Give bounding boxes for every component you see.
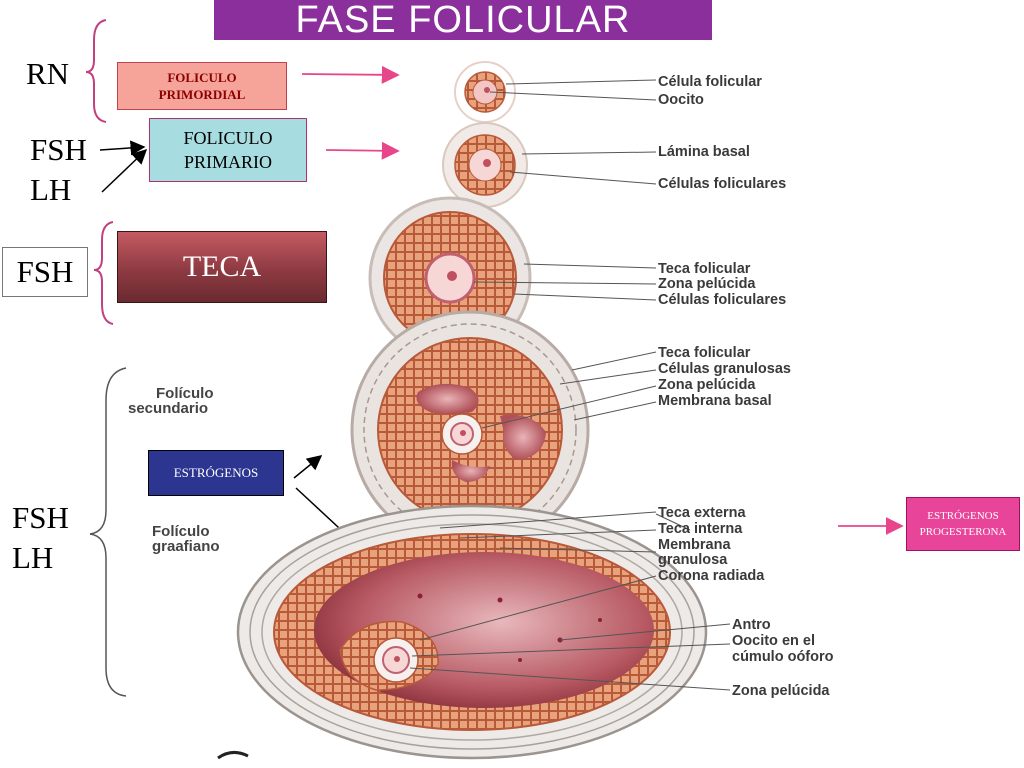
box-estrogenos-progesterona: ESTRÓGENOS PROGESTERONA <box>906 497 1020 551</box>
page-title: FASE FOLICULAR <box>214 0 712 40</box>
box-primario-line1: FOLICULO <box>183 128 273 148</box>
side-secundario-line1: Folículo <box>156 385 214 402</box>
label-oocito: Oocito <box>658 92 704 108</box>
box-primario-line2: PRIMARIO <box>183 152 272 172</box>
side-graafiano-line1: Folículo <box>152 523 210 540</box>
arrow-primordial <box>301 65 400 84</box>
hormone-rn: RN <box>26 56 70 91</box>
label-celulas-foliculares-2: Células foliculares <box>658 292 787 308</box>
arrow-primario <box>325 141 400 160</box>
follicle-primordial <box>454 61 516 123</box>
hormone-lh-3: LH <box>12 540 54 575</box>
box-primordial-line1: FOLICULO <box>167 70 237 85</box>
brace-fsh-lh <box>89 367 127 697</box>
label-zona-pelucida-3: Zona pelúcida <box>732 683 830 699</box>
follicle-graafiano <box>236 504 708 760</box>
hormone-fsh-box: FSH <box>2 247 88 297</box>
label-celulas-granulosas: Células granulosas <box>658 361 791 377</box>
label-cumulo-ooforo: cúmulo oóforo <box>732 649 834 665</box>
label-membrana-basal: Membrana basal <box>658 393 772 409</box>
leader-lines <box>409 79 731 691</box>
follicle-primario <box>442 122 528 208</box>
side-label-graafiano: Folículo graafiano <box>152 524 220 554</box>
box-estrog-prog-line2: PROGESTERONA <box>919 526 1007 538</box>
hormone-fsh-3: FSH <box>12 500 69 535</box>
label-granulosa: granulosa <box>658 552 728 568</box>
brace-fsh <box>93 221 114 325</box>
label-teca-interna: Teca interna <box>658 521 743 537</box>
brace-rn <box>85 19 107 123</box>
box-estrog-prog-line1: ESTRÓGENOS <box>927 510 999 522</box>
box-primordial-line2: PRIMORDIAL <box>158 87 246 102</box>
side-graafiano-line2: graafiano <box>152 538 220 555</box>
side-secundario-line2: secundario <box>128 400 209 417</box>
label-membrana: Membrana <box>658 537 731 553</box>
label-teca-folicular-1: Teca folicular <box>658 261 751 277</box>
label-lamina-basal: Lámina basal <box>658 144 750 160</box>
follicle-secundario <box>350 310 590 550</box>
label-corona-radiada: Corona radiada <box>658 568 765 584</box>
arrow-lh-box <box>101 148 148 193</box>
arrow-fsh-box <box>99 140 146 156</box>
label-celula-folicular: Célula folicular <box>658 74 762 90</box>
box-foliculo-primario: FOLICULO PRIMARIO <box>149 118 307 182</box>
partial-mark <box>217 751 249 760</box>
box-teca: TECA <box>117 231 327 303</box>
hormone-lh-1: LH <box>30 172 72 207</box>
box-estrogenos: ESTRÓGENOS <box>148 450 284 496</box>
box-foliculo-primordial: FOLICULO PRIMORDIAL <box>117 62 287 110</box>
label-teca-externa: Teca externa <box>658 505 746 521</box>
label-teca-folicular-2: Teca folicular <box>658 345 751 361</box>
label-oocito-en-el: Oocito en el <box>732 633 815 649</box>
label-antro: Antro <box>732 617 771 633</box>
side-label-secundario: Folículo secundario <box>128 385 214 416</box>
arrow-estrogenos-up <box>293 455 323 479</box>
label-zona-pelucida-2: Zona pelúcida <box>658 377 756 393</box>
label-zona-pelucida-1: Zona pelúcida <box>658 276 756 292</box>
hormone-fsh-1: FSH <box>30 132 87 167</box>
label-celulas-foliculares-1: Células foliculares <box>658 176 787 192</box>
